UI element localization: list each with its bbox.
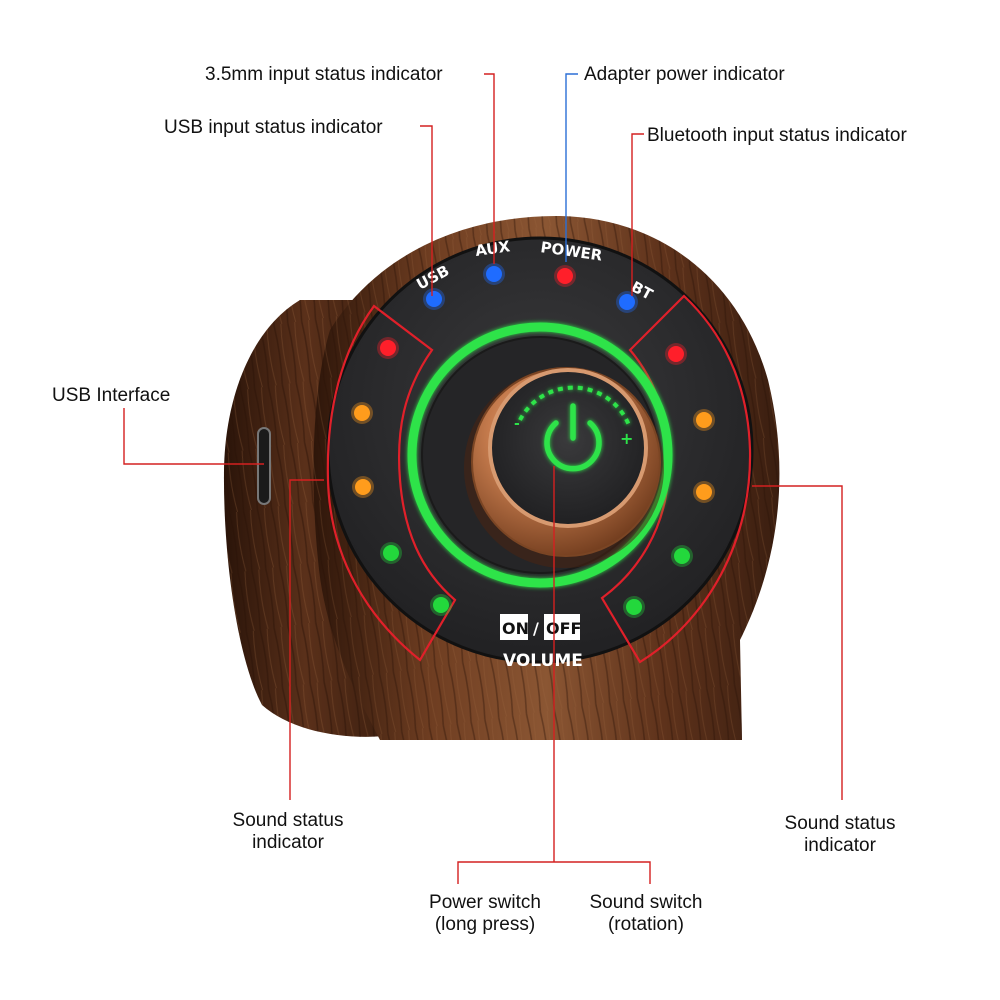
led-sound-left-2 xyxy=(354,405,370,421)
leader-sound-right xyxy=(752,485,843,800)
callout-sound-status-right-2: indicator xyxy=(804,835,876,856)
led-sound-right-4 xyxy=(674,548,690,564)
volume-knob[interactable]: - + xyxy=(464,367,664,568)
callout-usb-interface: USB Interface xyxy=(52,385,170,406)
on-off-label: ON / OFF xyxy=(500,614,581,640)
usb-c-port xyxy=(257,427,271,505)
led-power xyxy=(557,268,573,284)
led-bt xyxy=(619,294,635,310)
callout-aux-input: 3.5mm input status indicator xyxy=(205,64,443,85)
callout-power-switch-2: (long press) xyxy=(435,914,535,935)
callout-sound-switch-2: (rotation) xyxy=(608,914,684,935)
led-sound-left-3 xyxy=(355,479,371,495)
leader-lines xyxy=(123,73,843,884)
leader-switch-bracket xyxy=(457,861,651,884)
callout-sound-switch-1: Sound switch xyxy=(589,892,702,913)
knob-face xyxy=(488,368,648,528)
top-indicator-leds xyxy=(423,263,638,313)
label-on: ON xyxy=(502,619,529,638)
led-sound-right-3 xyxy=(696,484,712,500)
leader-usb xyxy=(420,125,433,296)
volume-scale-arc xyxy=(518,385,632,429)
led-usb xyxy=(426,291,442,307)
leader-usb-interface xyxy=(123,408,264,465)
right-sound-leds xyxy=(623,343,715,618)
callout-power-switch-1: Power switch xyxy=(429,892,541,913)
led-sound-left-5 xyxy=(433,597,449,613)
led-sound-left-1 xyxy=(380,340,396,356)
callout-usb-input: USB input status indicator xyxy=(164,117,383,138)
callout-sound-status-left-1: Sound status xyxy=(233,810,344,831)
left-sound-leds xyxy=(351,337,452,616)
led-aux xyxy=(486,266,502,282)
callout-sound-status-right-1: Sound status xyxy=(785,813,896,834)
callout-adapter-power: Adapter power indicator xyxy=(584,64,785,85)
knob-minus: - xyxy=(514,416,520,432)
led-sound-right-5 xyxy=(626,599,642,615)
label-slash: / xyxy=(533,619,539,638)
led-sound-left-4 xyxy=(383,545,399,561)
led-sound-right-2 xyxy=(696,412,712,428)
leader-aux xyxy=(484,73,495,264)
leader-power xyxy=(565,73,578,262)
led-sound-right-1 xyxy=(668,346,684,362)
label-volume: VOLUME xyxy=(503,651,583,671)
callout-bluetooth-input: Bluetooth input status indicator xyxy=(647,125,908,146)
power-icon[interactable] xyxy=(544,403,602,472)
label-off: OFF xyxy=(546,619,581,638)
leader-bt xyxy=(631,133,644,296)
volume-ring-glow xyxy=(407,322,673,588)
leader-sound-left xyxy=(289,479,324,800)
label-aux: AUX xyxy=(474,237,511,260)
callout-sound-status-left-2: indicator xyxy=(252,832,324,853)
knob-plus: + xyxy=(620,429,633,448)
left-sound-segment xyxy=(326,304,457,662)
